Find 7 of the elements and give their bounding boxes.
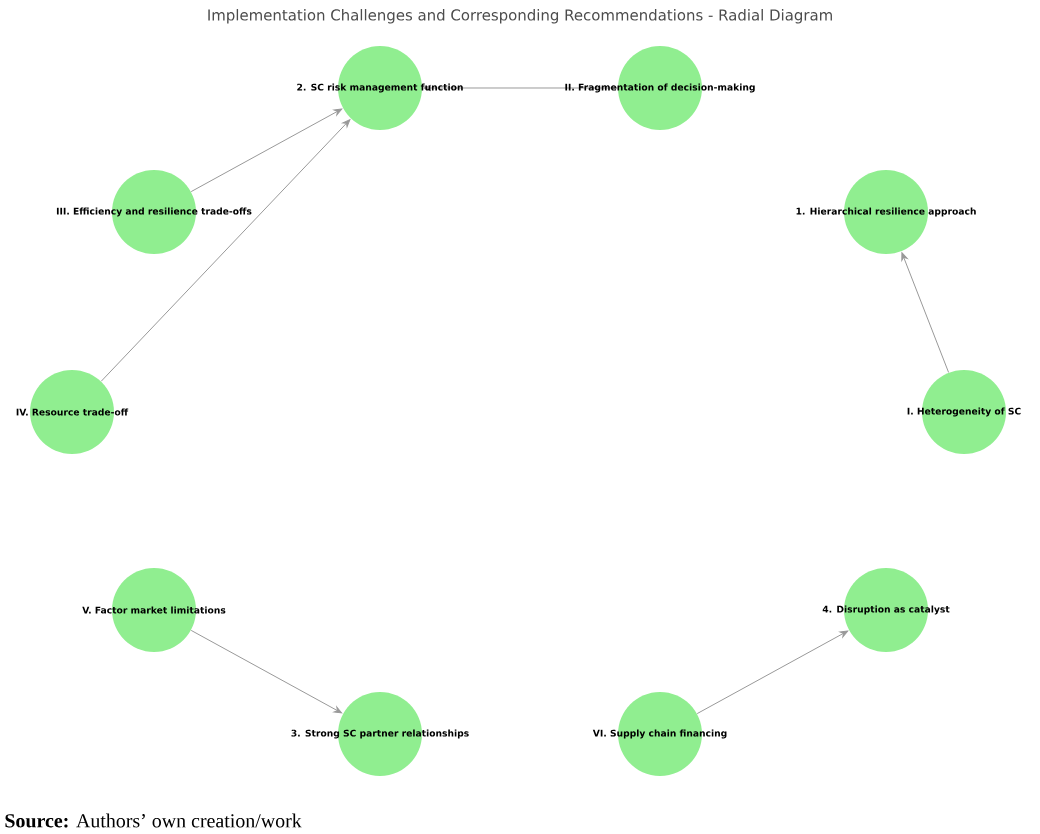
arrow xyxy=(696,630,849,715)
arrow xyxy=(901,252,950,373)
arrow xyxy=(190,629,343,714)
arrow xyxy=(190,108,343,193)
arrow xyxy=(423,84,619,92)
arrow xyxy=(100,119,351,382)
source-note: Source: Authors’ own creation/work xyxy=(5,813,302,828)
